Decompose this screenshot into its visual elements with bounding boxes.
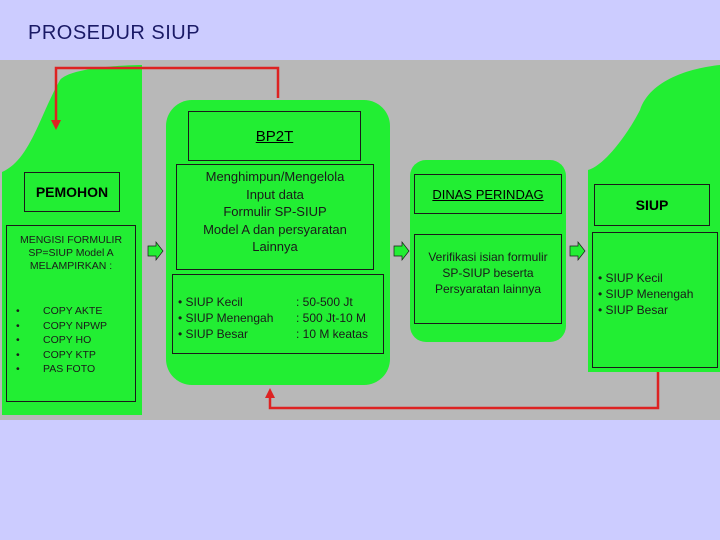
dinas-body xyxy=(414,234,562,324)
dinas-body-text: Verifikasi isian formulir SP-SIUP besert… xyxy=(414,249,562,297)
list-item: • SIUP Besar xyxy=(598,303,669,317)
pemohon-body xyxy=(6,225,136,402)
pemohon-intro: MENGISI FORMULIR SP=SIUP Model A MELAMPI… xyxy=(8,234,134,273)
list-item: •PAS FOTO xyxy=(16,363,96,375)
red-arrow-bottom xyxy=(268,372,660,410)
list-item-label: COPY NPWP xyxy=(43,319,107,332)
dinas-body-line: Persyaratan lainnya xyxy=(434,282,542,296)
list-item: •COPY KTP xyxy=(16,348,96,361)
list-item: •COPY NPWP xyxy=(16,319,107,332)
siup-body xyxy=(592,232,718,368)
siup-header: SIUP xyxy=(594,184,710,226)
page-title: PROSEDUR SIUP xyxy=(28,22,201,44)
dinas-body-line: SP-SIUP beserta xyxy=(442,266,534,280)
list-item-label: COPY KTP xyxy=(43,348,96,361)
tier-row: • SIUP Menengah : 500 Jt-10 M xyxy=(178,310,368,326)
bp2t-task-text: Menghimpun/Mengelola Input data Formulir… xyxy=(178,168,372,256)
connector-arrow-2 xyxy=(393,240,410,262)
list-item: •COPY AKTE xyxy=(16,305,103,317)
pemohon-intro-line: MELAMPIRKAN : xyxy=(29,260,113,272)
pemohon-intro-line: SP=SIUP Model A xyxy=(28,247,114,259)
list-item: •COPY HO xyxy=(16,334,92,346)
dinas-header: DINAS PERINDAG xyxy=(414,174,562,214)
tier-value: : 500 Jt-10 M xyxy=(296,311,367,325)
tier-value: : 10 M keatas xyxy=(296,327,369,341)
bp2t-tasks xyxy=(176,164,374,270)
connector-arrow-1 xyxy=(147,240,164,262)
bp2t-tiers xyxy=(172,274,384,354)
pemohon-shape xyxy=(2,65,142,415)
dinas-shape xyxy=(410,160,566,342)
pemohon-intro-line: MENGISI FORMULIR xyxy=(19,234,123,246)
bp2t-task-line: Input data xyxy=(246,186,304,202)
red-arrowhead-bottom xyxy=(265,388,275,398)
tier-row: • SIUP Kecil : 50-500 Jt xyxy=(178,294,368,310)
flow-diagram xyxy=(2,65,720,415)
pemohon-header: PEMOHON xyxy=(24,172,120,212)
tier-label: • SIUP Kecil xyxy=(178,295,243,309)
connector-arrow-3 xyxy=(569,240,586,262)
bp2t-shape xyxy=(166,100,390,385)
tier-label: • SIUP Menengah xyxy=(178,311,274,325)
pemohon-item-list: •COPY AKTE •COPY NPWP •COPY HO •COPY KTP… xyxy=(16,304,107,377)
list-item-label: COPY AKTE xyxy=(43,305,103,317)
bp2t-tier-list: • SIUP Kecil : 50-500 Jt • SIUP Menengah:… xyxy=(178,294,368,342)
red-arrow-top xyxy=(54,66,280,122)
list-item: • SIUP Kecil xyxy=(598,271,663,285)
bp2t-task-line: Menghimpun/Mengelola xyxy=(205,169,345,184)
red-arrowhead-top xyxy=(51,120,61,130)
tier-value: : 50-500 Jt xyxy=(296,295,353,309)
tier-row: • SIUP Besar : 10 M keatas xyxy=(178,326,368,342)
list-item: • SIUP Menengah xyxy=(598,287,694,301)
siup-item-list: • SIUP Kecil • SIUP Menengah • SIUP Besa… xyxy=(598,270,693,318)
bp2t-task-line: Formulir SP-SIUP xyxy=(223,204,327,219)
tier-label: • SIUP Besar xyxy=(178,327,249,341)
siup-shape xyxy=(588,65,720,372)
dinas-body-line: Verifikasi isian formulir xyxy=(428,250,548,264)
list-item-label: PAS FOTO xyxy=(43,363,96,375)
bp2t-header: BP2T xyxy=(188,111,361,161)
bp2t-task-line: Model A dan persyaratan xyxy=(203,221,347,237)
bp2t-task-line: Lainnya xyxy=(252,239,298,254)
list-item-label: COPY HO xyxy=(43,334,92,346)
